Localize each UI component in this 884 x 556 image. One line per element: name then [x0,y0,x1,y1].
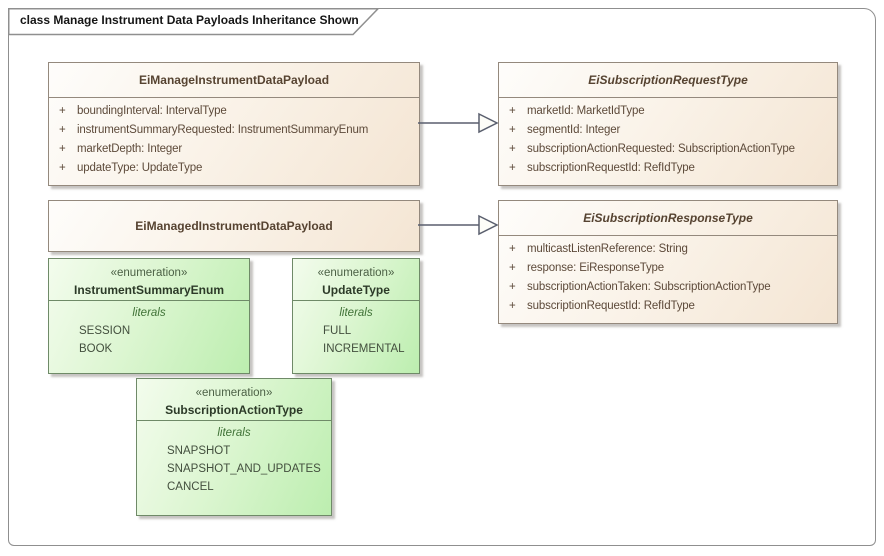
attribute-row: + subscriptionActionTaken: SubscriptionA… [509,278,833,297]
enum-literal: SESSION [79,325,131,337]
enum-name: UpdateType [322,283,390,297]
visibility-symbol: + [509,243,516,255]
attribute-row: + updateType: UpdateType [59,159,415,178]
attribute-text: response: EiResponseType [527,262,665,274]
enum-literal: BOOK [79,343,113,355]
class-name: EiManageInstrumentDataPayload [49,63,419,98]
enum-name: SubscriptionActionType [165,403,303,417]
class-name: EiManagedInstrumentDataPayload [135,219,333,233]
visibility-symbol: + [59,124,66,136]
attribute-row: + multicastListenReference: String [509,240,833,259]
visibility-symbol: + [509,262,516,274]
attribute-row: + segmentId: Integer [509,121,833,140]
class-name: EiSubscriptionRequestType [499,63,837,98]
enum-literal: SNAPSHOT [167,445,231,457]
enum-header: «enumeration» SubscriptionActionType [137,379,331,421]
enum-literal: SNAPSHOT_AND_UPDATES [167,463,321,475]
class-ei-subscription-request-type[interactable]: EiSubscriptionRequestType + marketId: Ma… [498,62,838,186]
attributes-compartment: + multicastListenReference: String + res… [499,236,837,316]
attribute-row: + instrumentSummaryRequested: Instrument… [59,121,415,140]
enum-literal: FULL [323,325,352,337]
visibility-symbol: + [509,300,516,312]
literals-label: literals [339,307,373,319]
enum-header: «enumeration» UpdateType [293,259,419,301]
attributes-compartment: + boundingInterval: IntervalType + instr… [49,98,419,178]
attribute-text: updateType: UpdateType [77,162,203,174]
attributes-compartment: + marketId: MarketIdType + segmentId: In… [499,98,837,178]
attribute-text: subscriptionRequestId: RefIdType [527,300,695,312]
attribute-text: instrumentSummaryRequested: InstrumentSu… [77,124,369,136]
class-name: EiSubscriptionResponseType [499,201,837,236]
class-ei-managed-instrument-data-payload[interactable]: EiManagedInstrumentDataPayload [48,200,420,252]
enum-subscription-action-type[interactable]: «enumeration» SubscriptionActionType lit… [136,378,332,516]
attribute-text: subscriptionRequestId: RefIdType [527,162,695,174]
diagram-title: class Manage Instrument Data Payloads In… [20,13,359,27]
attribute-text: boundingInterval: IntervalType [77,105,227,117]
visibility-symbol: + [509,124,516,136]
enum-stereotype: «enumeration» [195,387,273,399]
enum-name: InstrumentSummaryEnum [73,283,225,297]
literals-label: literals [217,427,251,439]
visibility-symbol: + [509,105,516,117]
enum-literal: CANCEL [167,481,214,493]
attribute-row: + subscriptionRequestId: RefIdType [509,297,833,316]
attribute-row: + marketId: MarketIdType [509,102,833,121]
enum-instrument-summary-enum[interactable]: «enumeration» InstrumentSummaryEnum lite… [48,258,250,374]
attribute-row: + response: EiResponseType [509,259,833,278]
attribute-text: subscriptionActionTaken: SubscriptionAct… [527,281,771,293]
visibility-symbol: + [509,162,516,174]
attribute-text: marketDepth: Integer [77,143,183,155]
class-ei-subscription-response-type[interactable]: EiSubscriptionResponseType + multicastLi… [498,200,838,324]
literals-label: literals [132,307,166,319]
visibility-symbol: + [59,143,66,155]
attribute-text: marketId: MarketIdType [527,105,645,117]
attribute-row: + subscriptionActionRequested: Subscript… [509,140,833,159]
attribute-row: + marketDepth: Integer [59,140,415,159]
enum-stereotype: «enumeration» [110,267,188,279]
attribute-text: multicastListenReference: String [527,243,688,255]
attribute-row: + boundingInterval: IntervalType [59,102,415,121]
visibility-symbol: + [509,143,516,155]
class-ei-manage-instrument-data-payload[interactable]: EiManageInstrumentDataPayload + bounding… [48,62,420,186]
attribute-text: subscriptionActionRequested: Subscriptio… [527,143,795,155]
enum-literal: INCREMENTAL [323,343,405,355]
enum-header: «enumeration» InstrumentSummaryEnum [49,259,249,301]
attribute-text: segmentId: Integer [527,124,621,136]
visibility-symbol: + [509,281,516,293]
visibility-symbol: + [59,162,66,174]
enum-stereotype: «enumeration» [317,267,395,279]
enum-update-type[interactable]: «enumeration» UpdateType literals FULL I… [292,258,420,374]
attribute-row: + subscriptionRequestId: RefIdType [509,159,833,178]
frame-title-tab [8,8,380,36]
visibility-symbol: + [59,105,66,117]
